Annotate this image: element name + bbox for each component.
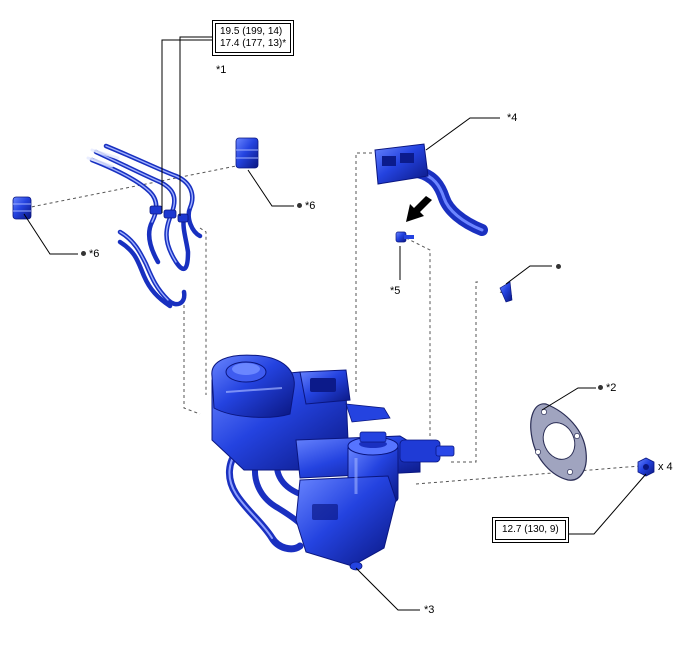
brake-tube-bundle	[86, 143, 203, 309]
torque-top-line1: 19.5 (199, 14)	[220, 26, 283, 37]
marker-dot-icon	[297, 202, 302, 208]
master-cylinder-assembly	[211, 354, 455, 571]
callout-5: *5	[390, 285, 401, 297]
torque-bottom-value: 12.7 (130, 9)	[502, 524, 559, 535]
callout-2: *2	[598, 382, 616, 394]
install-arrow	[406, 196, 432, 222]
torque-top-line2: 17.4 (177, 13)*	[220, 38, 287, 49]
callout-3: *3	[424, 604, 435, 616]
callout-4: *4	[507, 112, 518, 124]
callout-6-left-text: *6	[89, 248, 100, 260]
connector-part	[374, 143, 488, 236]
marker-dot-icon	[598, 384, 603, 390]
torque-spec-bottom: 12.7 (130, 9)	[492, 517, 569, 543]
callout-2-text: *2	[606, 382, 617, 394]
gasket-part	[530, 403, 587, 481]
callout-6-left: *6	[81, 248, 99, 260]
marker-dot-icon	[556, 263, 561, 269]
nut-part	[637, 457, 655, 477]
leader-lines	[23, 36, 647, 611]
callout-6-top-text: *6	[305, 200, 316, 212]
marker-dot-icon	[81, 250, 86, 256]
quantity-label: x 4	[658, 461, 673, 473]
clip-left	[12, 196, 32, 220]
marker-right	[556, 261, 564, 273]
callout-1: *1	[216, 64, 227, 76]
bolt-part	[395, 231, 414, 243]
small-clip	[499, 281, 513, 303]
torque-spec-top: 19.5 (199, 14) 17.4 (177, 13)*	[212, 20, 295, 56]
callout-6-top: *6	[297, 200, 315, 212]
clip-top	[235, 137, 259, 169]
